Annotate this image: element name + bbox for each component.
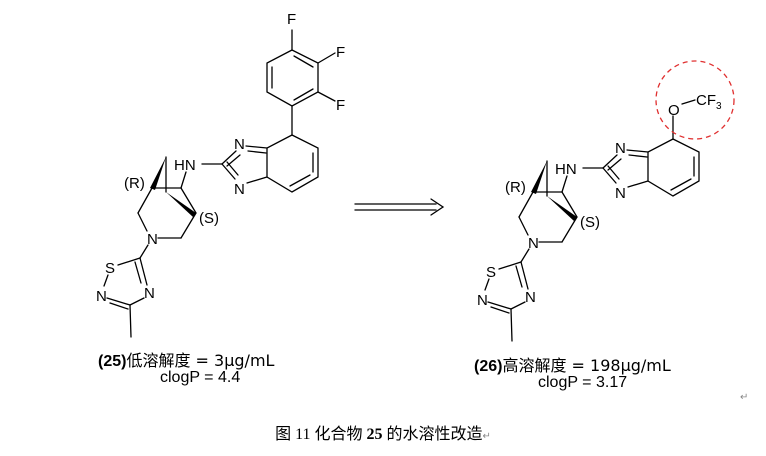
paragraph-mark: ↵ <box>740 392 749 403</box>
compound-25-clogp: clogP = 4.4 <box>160 369 241 386</box>
compound-25-structure: F F F HN N N N S N N (R) (S) <box>96 11 345 338</box>
atom-s: S <box>105 260 115 277</box>
atom-f: F <box>287 11 296 28</box>
atom-n: N <box>615 185 626 202</box>
atom-n: N <box>477 292 488 309</box>
atom-n: N <box>234 136 245 153</box>
atom-f: F <box>336 97 345 114</box>
figure-caption: 图 11 化合物 25 的水溶性改造↵ <box>275 426 491 443</box>
compound-25-solubility: (25)低溶解度 = 3µg/mL <box>98 351 275 370</box>
compound-26-solubility: (26)高溶解度 = 198µg/mL <box>474 356 671 375</box>
atom-hn: HN <box>555 161 577 178</box>
atom-n: N <box>144 285 155 302</box>
atom-o: O <box>668 102 680 119</box>
atom-n: N <box>528 235 539 252</box>
transformation-arrow <box>354 198 445 216</box>
stereo-label-s: (S) <box>580 214 600 231</box>
atom-n: N <box>525 289 536 306</box>
stereo-label-s: (S) <box>199 210 219 227</box>
stereo-label-r: (R) <box>505 179 526 196</box>
atom-n: N <box>96 288 107 305</box>
compound-26-structure: O CF3 HN N N N S N N (R) (S) <box>477 92 722 342</box>
atom-n: N <box>234 181 245 198</box>
stereo-label-r: (R) <box>124 175 145 192</box>
atom-f: F <box>336 44 345 61</box>
atom-cf3: CF3 <box>696 92 722 112</box>
atom-hn: HN <box>174 157 196 174</box>
atom-n: N <box>147 231 158 248</box>
atom-n: N <box>615 140 626 157</box>
highlight-circle <box>655 60 735 140</box>
compound-26-clogp: clogP = 3.17 <box>538 374 628 391</box>
atom-s: S <box>486 264 496 281</box>
